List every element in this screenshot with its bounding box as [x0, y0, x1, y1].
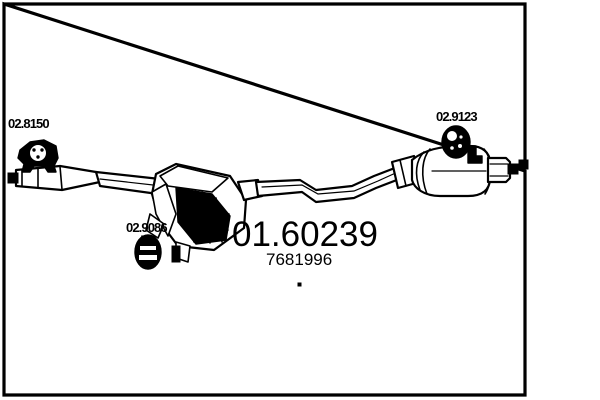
tail-pipe-hanger-bracket	[467, 145, 483, 164]
intermediate-pipe	[254, 164, 404, 204]
tailpipe-end-cap	[507, 163, 519, 175]
rubber-hanger-oval-icon	[134, 234, 162, 270]
front-exhaust-pipe	[7, 164, 176, 198]
label-center-hanger: 02.9086	[126, 220, 167, 235]
drawing-border	[2, 1, 529, 397]
tail-pipe	[467, 145, 519, 184]
part-reference-labels: 02.8150 02.9086 02.9123	[8, 109, 478, 235]
main-part-number: 01.60239	[232, 215, 378, 254]
center-silencer-box	[145, 162, 264, 263]
rubber-ring-mount-icon	[441, 125, 471, 159]
label-left-mount: 02.8150	[8, 116, 49, 131]
inlet-end-cap	[7, 172, 19, 184]
box-bracket-stud	[171, 245, 181, 263]
stray-dot-mark	[297, 282, 302, 287]
rubber-mount-round-icon	[17, 139, 59, 173]
border-tick-marker	[518, 159, 529, 170]
secondary-part-number: 7681996	[266, 250, 332, 269]
label-rear-mount: 02.9123	[436, 109, 477, 124]
main-part-number-group: 01.60239 7681996	[232, 215, 378, 269]
